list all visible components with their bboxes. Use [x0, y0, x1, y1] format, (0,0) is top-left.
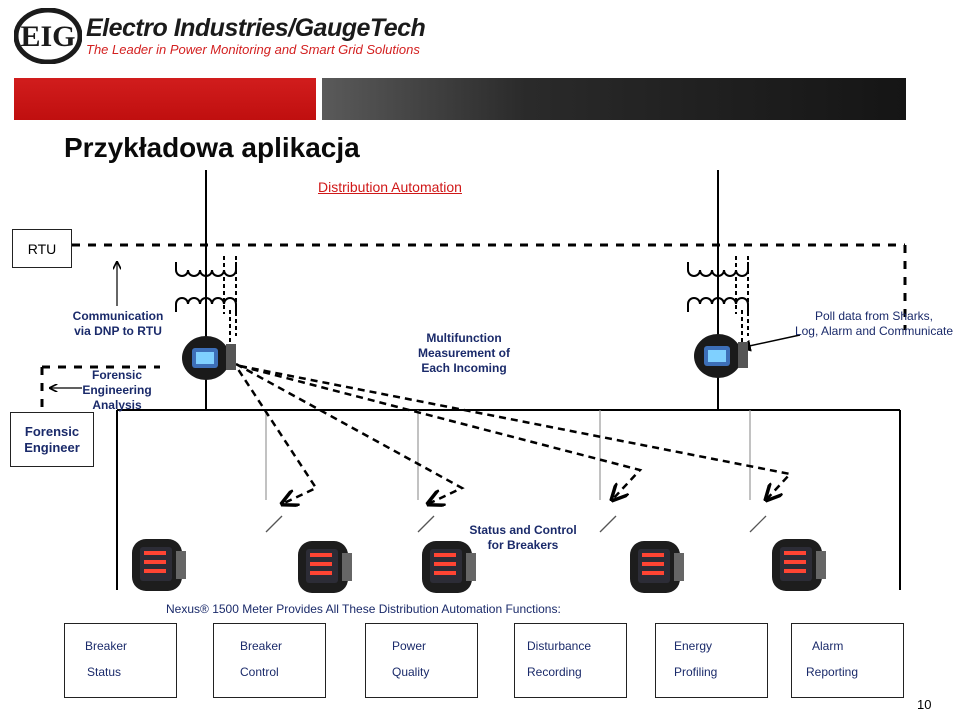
forensic-engineer-label: Forensic Engineer [24, 423, 80, 455]
function-box-power-quality: Power Quality [365, 623, 478, 698]
shark-meter-icon [694, 334, 748, 378]
company-logo: EIG [14, 8, 82, 64]
hub-meter-right [692, 330, 748, 380]
function-box-energy-profiling: Energy Profiling [655, 623, 768, 698]
function-box-breaker-control: Breaker Control [213, 623, 326, 698]
banner-red-bar [14, 78, 316, 120]
function-box-alarm-reporting: Alarm Reporting [791, 623, 904, 698]
page-number: 10 [917, 697, 932, 712]
function-box-disturbance-recording: Disturbance Recording [514, 623, 627, 698]
slide-title: Przykładowa aplikacja [64, 132, 360, 163]
multifunction-label: Multifunction Measurement of Each Incomi… [417, 331, 511, 375]
nexus-meter-icon [298, 541, 352, 593]
forensic-analysis-label: Forensic Engineering Analysis [82, 368, 152, 412]
rtu-label: RTU [27, 240, 57, 257]
nexus-meter-icon [630, 541, 684, 593]
slide-subtitle: Distribution Automation [318, 179, 462, 195]
nexus-meter-icon [132, 539, 186, 591]
status-control-label: Status and Control for Breakers [469, 523, 577, 552]
forensic-engineer-box: Forensic Engineer [10, 412, 94, 467]
poll-label: Poll data from Sharks, Log, Alarm and Co… [794, 309, 954, 338]
company-name: Electro Industries/GaugeTech [86, 14, 426, 42]
rtu-box: RTU [12, 229, 72, 268]
nexus-meter-icon [422, 541, 476, 593]
function-box-breaker-status: Breaker Status [64, 623, 177, 698]
comm-label: Communication via DNP to RTU [72, 309, 164, 338]
nexus-meter-icon [772, 539, 826, 591]
hub-meter-left [180, 332, 236, 382]
logo-letters: EIG [20, 20, 75, 53]
eig-logo-icon: EIG [14, 8, 82, 64]
nexus-caption: Nexus® 1500 Meter Provides All These Dis… [166, 602, 561, 616]
shark-meter-icon [182, 336, 236, 380]
company-tagline: The Leader in Power Monitoring and Smart… [86, 42, 420, 57]
banner-dark-bar [322, 78, 906, 120]
